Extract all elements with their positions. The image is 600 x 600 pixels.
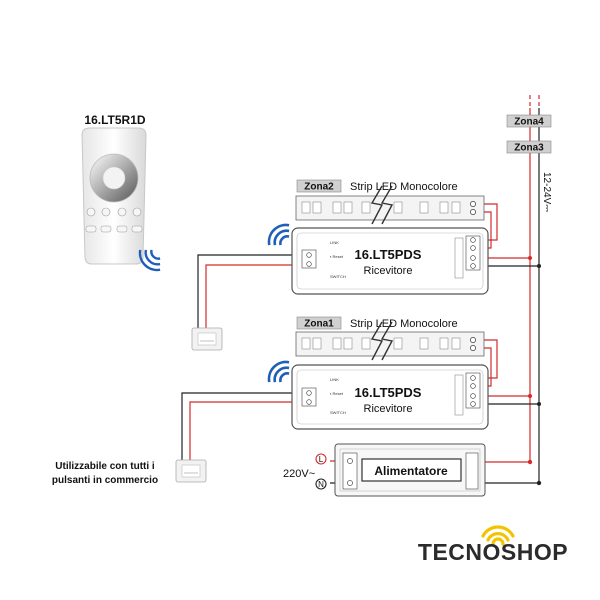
live-label: L xyxy=(319,455,324,464)
svg-text:LINK: LINK xyxy=(330,377,339,382)
zona4-label: Zona4 xyxy=(514,117,544,128)
remote-buttons-row2 xyxy=(85,225,143,233)
svg-text:▪ Reset: ▪ Reset xyxy=(330,254,344,259)
wireless-signal-icon xyxy=(138,249,161,272)
note-line1: Utilizzabile con tutti i xyxy=(55,461,155,472)
neutral-terminal: N xyxy=(315,478,327,490)
tecnoshop-logo: TECNOSHOP xyxy=(418,525,568,565)
neutral-label: N xyxy=(318,480,324,489)
remote-model-label: 16.LT5R1D xyxy=(84,113,145,127)
voltage-label: 12-24V⎓ xyxy=(541,172,552,212)
remote-wheel-center xyxy=(102,166,126,190)
zona3-label: Zona3 xyxy=(514,143,544,154)
receiver-zona1: LINK ▪ Reset SWITCH 16.LT5PDS Ricevitore xyxy=(291,364,489,430)
remote-buttons-row1 xyxy=(86,207,142,217)
push-button-zona1 xyxy=(175,459,207,483)
zona4-tag: Zona4 xyxy=(506,114,552,128)
live-terminal: L xyxy=(315,453,327,465)
wireless-signal-icon xyxy=(267,360,290,383)
wifi-arcs-icon xyxy=(481,525,515,546)
push-button-zona2 xyxy=(191,327,223,351)
zona2-strip: Zona2 Strip LED Monocolore xyxy=(295,179,485,225)
receiver1-model: 16.LT5PDS xyxy=(355,385,422,400)
zona1-strip: Zona1 Strip LED Monocolore xyxy=(295,316,485,361)
zona2-strip-label: Strip LED Monocolore xyxy=(350,181,458,193)
svg-text:SWITCH: SWITCH xyxy=(330,410,346,415)
note-line2: pulsanti in commercio xyxy=(52,475,158,486)
zona3-tag: Zona3 xyxy=(506,140,552,154)
power-supply: Alimentatore xyxy=(334,443,486,497)
svg-text:▪ Reset: ▪ Reset xyxy=(330,391,344,396)
input-voltage-label: 220V~ xyxy=(283,468,315,480)
receiver2-subtitle: Ricevitore xyxy=(364,265,413,277)
receiver-zona2: LINK ▪ Reset SWITCH 16.LT5PDS Ricevitore xyxy=(291,227,489,295)
zona1-strip-label: Strip LED Monocolore xyxy=(350,318,458,330)
svg-text:LINK: LINK xyxy=(330,240,339,245)
receiver1-subtitle: Ricevitore xyxy=(364,403,413,415)
zona2-label: Zona2 xyxy=(304,182,334,193)
zona1-label: Zona1 xyxy=(304,319,334,330)
remote-control: 16.LT5R1D xyxy=(81,113,147,265)
svg-text:SWITCH: SWITCH xyxy=(330,274,346,279)
receiver2-model: 16.LT5PDS xyxy=(355,247,422,262)
wireless-signal-icon xyxy=(267,223,290,246)
power-supply-label: Alimentatore xyxy=(374,464,448,478)
brand-name: TECNOSHOP xyxy=(418,539,568,565)
